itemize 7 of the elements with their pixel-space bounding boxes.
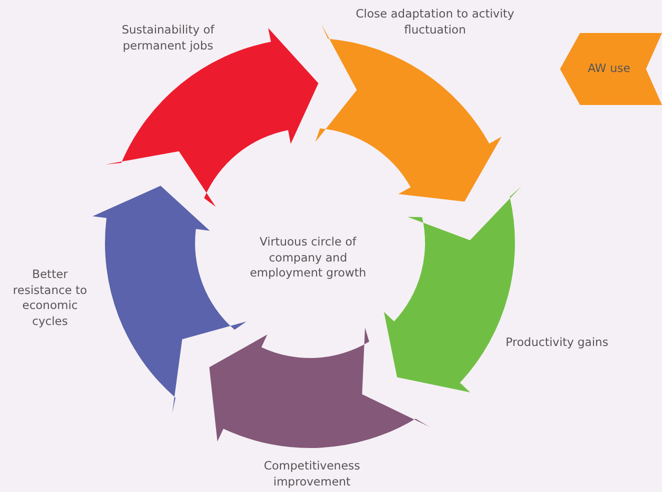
segment-caption: Sustainability of permanent jobs <box>120 22 216 54</box>
segment-caption: Productivity gains <box>504 335 610 351</box>
center-caption: Virtuous circle of company and employment growth <box>248 234 368 282</box>
segment-caption: Close adaptation to activity fluctuation <box>354 6 516 38</box>
chevron-label: AW use <box>588 61 630 77</box>
segment-caption: Competitiveness improvement <box>262 458 362 490</box>
segment-caption: Better resistance to economic cycles <box>12 266 88 330</box>
